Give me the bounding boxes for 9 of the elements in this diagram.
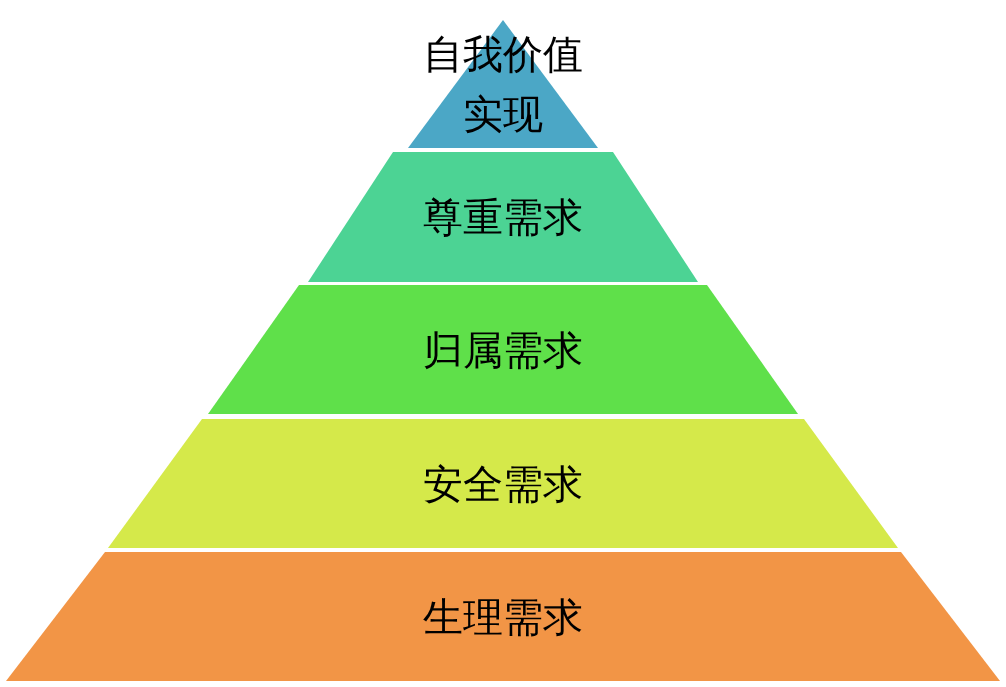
tier-label: 生理需求 <box>423 592 583 642</box>
tier-label: 归属需求 <box>423 325 583 375</box>
pyramid-tier <box>108 419 898 548</box>
tier-label: 尊重需求 <box>423 193 583 242</box>
pyramid-tier <box>308 152 698 282</box>
pyramid-apex-triangle <box>408 20 598 148</box>
pyramid-tier <box>6 552 1000 681</box>
pyramid-tier <box>208 285 798 414</box>
tier-label: 安全需求 <box>423 459 583 509</box>
